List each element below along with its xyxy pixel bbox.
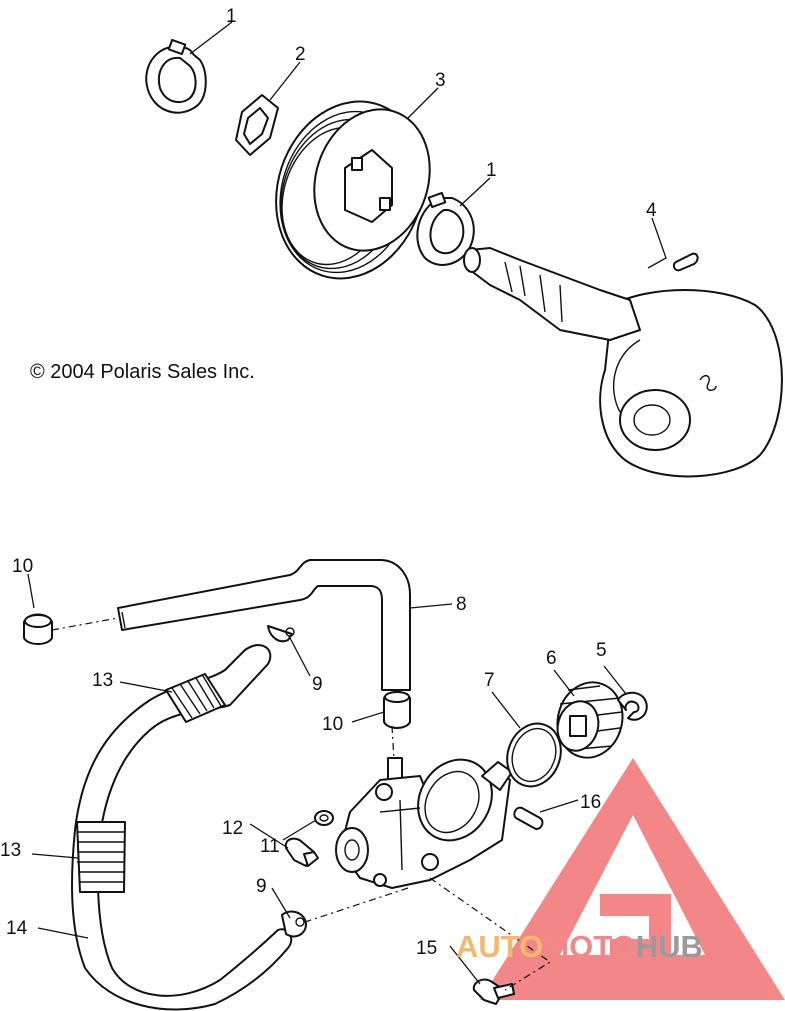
callout-9-top: 9 xyxy=(312,674,323,695)
cap-10-left xyxy=(23,613,53,645)
washer-11 xyxy=(314,810,334,826)
callout-12: 12 xyxy=(222,818,243,839)
clip-5 xyxy=(617,691,648,721)
callout-10-mid: 10 xyxy=(322,714,343,735)
watermark-auto: AUTO xyxy=(456,929,543,964)
pin-4 xyxy=(672,252,699,272)
callout-1-mid: 1 xyxy=(486,160,497,181)
callout-15: 15 xyxy=(416,938,437,959)
clip-9-top xyxy=(267,625,295,643)
callout-1-top: 1 xyxy=(226,6,237,27)
callout-5: 5 xyxy=(596,640,607,661)
callout-8: 8 xyxy=(456,594,467,615)
watermark-hub: HUB xyxy=(636,929,703,964)
pulley-3 xyxy=(275,100,431,280)
callout-9-bottom: 9 xyxy=(256,876,267,897)
gear-6 xyxy=(556,681,624,759)
snap-ring-1-mid xyxy=(416,191,475,266)
bolt-15 xyxy=(472,978,515,1005)
callout-4: 4 xyxy=(646,200,657,221)
callout-13-top: 13 xyxy=(92,670,113,691)
callout-7: 7 xyxy=(484,670,495,691)
leader-lines xyxy=(27,21,667,985)
watermark-moto: MOTO xyxy=(543,929,635,964)
snap-ring-1-top xyxy=(145,38,207,114)
oil-pump-body xyxy=(335,757,513,889)
screw-12 xyxy=(284,837,319,867)
callout-13-bottom: 13 xyxy=(0,840,21,861)
cap-10-mid xyxy=(383,691,411,729)
assembly-lines xyxy=(51,617,552,991)
watermark-logo-icon xyxy=(480,758,785,1000)
callout-6: 6 xyxy=(546,648,557,669)
hose-13-14 xyxy=(71,644,293,1011)
pin-16 xyxy=(513,806,544,830)
callout-11: 11 xyxy=(260,836,280,857)
callout-14: 14 xyxy=(6,918,28,939)
clip-9-bottom xyxy=(281,910,307,938)
svg-text:AUTOMOTOHUB: AUTOMOTOHUB xyxy=(456,929,703,964)
callout-2: 2 xyxy=(295,44,306,65)
watermark-text: AUTOMOTOHUB xyxy=(456,929,703,964)
callout-16: 16 xyxy=(580,792,601,813)
copyright-text: © 2004 Polaris Sales Inc. xyxy=(30,361,255,383)
callout-labels: 1 2 3 1 4 10 8 9 13 10 7 6 5 16 12 11 13… xyxy=(0,6,657,959)
callout-10-left: 10 xyxy=(12,556,33,577)
o-ring-7 xyxy=(506,722,562,788)
hose-8 xyxy=(117,559,411,691)
crankshaft-housing xyxy=(463,247,783,478)
callout-3: 3 xyxy=(435,70,446,91)
plate-2 xyxy=(235,94,279,156)
